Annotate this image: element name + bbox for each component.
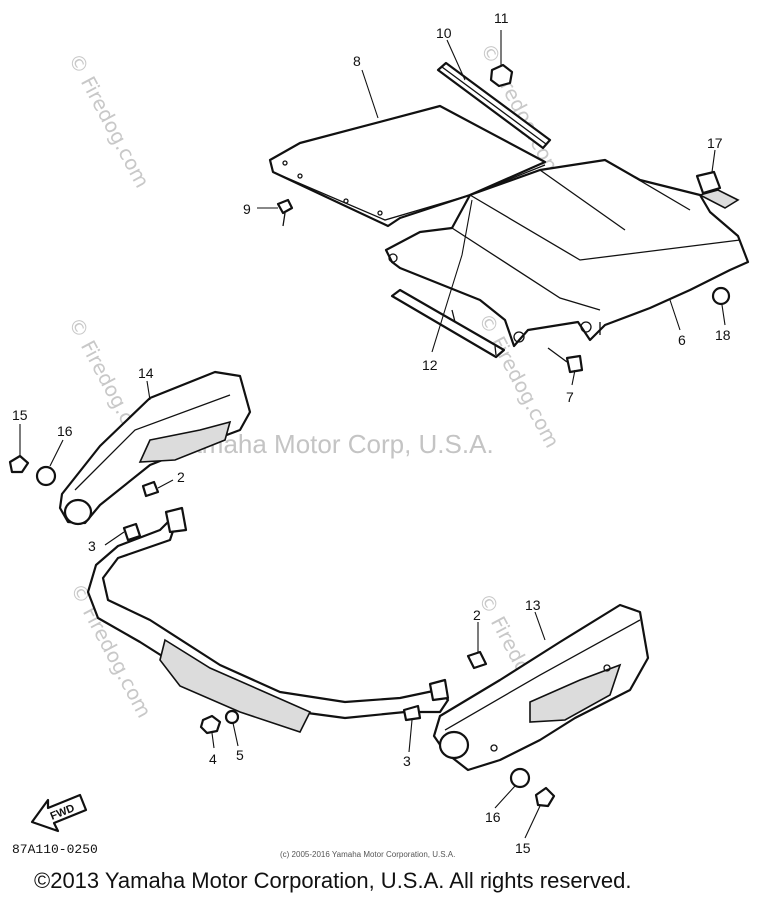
callout-16-right: 16	[485, 809, 501, 825]
callout-10: 10	[436, 25, 452, 41]
callout-14: 14	[138, 365, 154, 381]
part-15-bolt-left	[8, 454, 30, 474]
part-5-washer	[224, 709, 240, 725]
callout-18: 18	[715, 327, 731, 343]
callout-7: 7	[566, 389, 574, 405]
part-6-cover	[384, 158, 750, 348]
callout-4: 4	[209, 751, 217, 767]
fwd-arrow-icon	[30, 793, 88, 833]
part-10-strip	[436, 61, 552, 150]
fine-print: (c) 2005-2016 Yamaha Motor Corporation, …	[280, 850, 455, 859]
catalog-number: 87A110-0250	[12, 842, 98, 857]
callout-2-right: 2	[473, 607, 481, 623]
part-16-nut-left	[35, 465, 57, 487]
callout-15-right: 15	[515, 840, 531, 856]
copyright-notice: ©2013 Yamaha Motor Corporation, U.S.A. A…	[34, 868, 631, 893]
part-11-nut	[489, 63, 514, 88]
callout-3-right: 3	[403, 753, 411, 769]
part-12-strip	[390, 288, 506, 359]
part-17-clip	[695, 170, 722, 195]
part-14-left-guard	[58, 370, 252, 526]
part-15-bolt-right	[534, 786, 556, 808]
part-7-screw	[547, 347, 584, 374]
callout-11: 11	[494, 10, 509, 26]
watermark-firedog-1: © Firedog.com	[64, 49, 155, 192]
callout-8: 8	[353, 53, 361, 69]
callout-6: 6	[678, 332, 686, 348]
part-16-nut-right	[509, 767, 531, 789]
callout-5: 5	[236, 747, 244, 763]
callout-16-left: 16	[57, 423, 73, 439]
part-4-nut	[199, 714, 222, 735]
fwd-arrow: FWD	[30, 793, 88, 833]
part-3-clip-right	[402, 704, 422, 722]
part-3-clip-left	[122, 522, 142, 542]
part-2-bolt-right	[466, 650, 488, 670]
hardware	[8, 454, 556, 808]
part-9-rivet	[276, 198, 294, 227]
callout-2-left: 2	[177, 469, 185, 485]
part-18-nut	[711, 286, 731, 306]
callout-9: 9	[243, 201, 251, 217]
part-2-bolt-left	[141, 480, 160, 498]
callout-3-left: 3	[88, 538, 96, 554]
leader-lines	[19, 30, 726, 839]
callout-17: 17	[707, 135, 723, 151]
part-13-right-guard	[432, 603, 650, 772]
callout-12: 12	[422, 357, 438, 373]
callout-numbers: 8 10 11 9 17 6 18 7 12 14 15 16 2 3 2 13…	[12, 10, 731, 856]
bumper-bar	[86, 506, 450, 733]
callout-13: 13	[525, 597, 541, 613]
callout-15-left: 15	[12, 407, 28, 423]
